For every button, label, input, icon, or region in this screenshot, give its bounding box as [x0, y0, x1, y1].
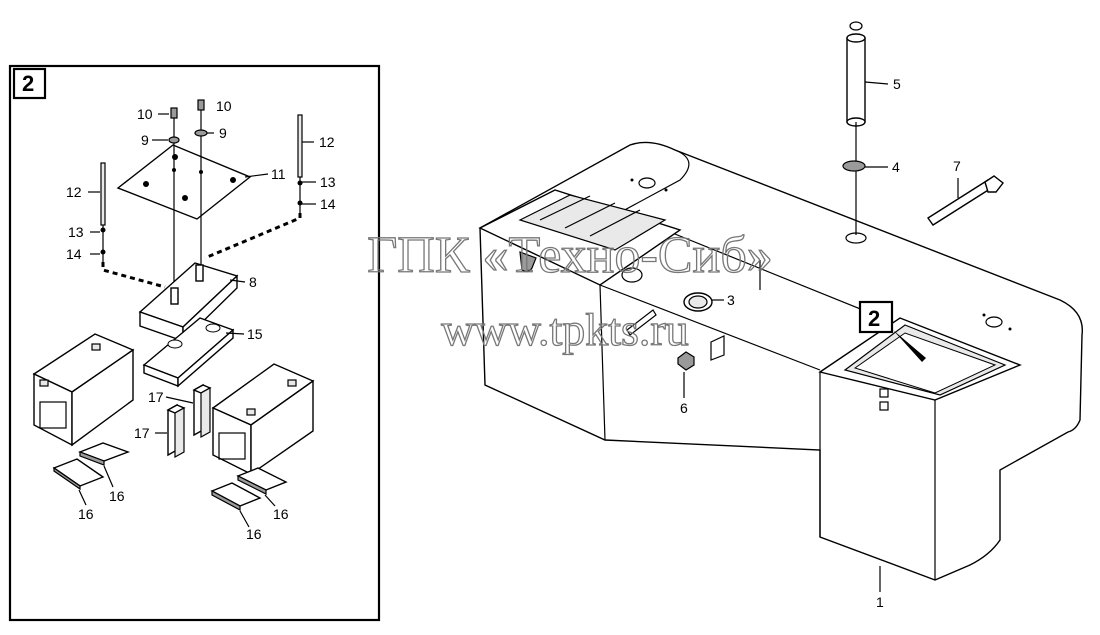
cover-plate: [116, 144, 252, 220]
label-12-right: 12: [319, 134, 335, 150]
pads-17: [166, 383, 212, 459]
label-14-right: 14: [320, 196, 336, 212]
label-8: 8: [249, 274, 257, 290]
callout-arrow: [893, 330, 926, 362]
pipe-5: [846, 21, 866, 235]
watermark-line-1: ГПК «Техно-Сиб»: [367, 227, 773, 284]
label-10-right: 10: [216, 98, 232, 114]
label-17-bottom: 17: [134, 425, 150, 441]
label-10-left: 10: [137, 106, 153, 122]
clamp-4: [842, 160, 866, 172]
detail-box-number-frame: [12, 67, 47, 100]
label-11: 11: [271, 166, 286, 182]
label-16-a: 16: [109, 488, 125, 504]
battery-right: [211, 363, 315, 476]
callout-box-number-frame: [858, 300, 894, 334]
pads-16: [52, 442, 288, 512]
label-12-left: 12: [66, 184, 82, 200]
left-compartment: [478, 189, 682, 336]
watermark-line-2: www.tpkts.ru: [441, 304, 688, 355]
label-6: 6: [680, 400, 688, 416]
detail-leaders: [78, 113, 316, 528]
detail-box-number: 2: [22, 71, 34, 96]
label-16-b: 16: [78, 506, 94, 522]
label-7: 7: [953, 158, 961, 174]
main-labels: 5 4 7 3 6 1: [680, 76, 961, 610]
label-3: 3: [727, 292, 735, 308]
label-5: 5: [893, 76, 901, 92]
label-16-d: 16: [246, 526, 262, 542]
label-16-c: 16: [273, 506, 289, 522]
label-9-right: 9: [219, 125, 227, 141]
detail-labels: 10 10 9 9 12 12 11 13 14 13 14 8 15 17 1…: [66, 98, 336, 542]
nut-6: [677, 335, 725, 371]
label-17-top: 17: [148, 389, 164, 405]
label-1: 1: [876, 594, 884, 610]
main-leaders: [683, 81, 959, 592]
battery-left: [32, 333, 135, 447]
gland-3: [683, 292, 713, 312]
main-view: 2 5 4 7 3 6 1: [478, 21, 1084, 610]
label-14-left: 14: [66, 246, 82, 262]
watermark: ГПК «Техно-Сиб» www.tpkts.ru: [367, 226, 774, 355]
label-13-left: 13: [68, 224, 84, 240]
bolt-7: [927, 175, 1004, 226]
callout-box-number: 2: [868, 306, 880, 331]
bracket-15: [142, 317, 235, 388]
label-4: 4: [892, 159, 900, 175]
label-9-left: 9: [141, 132, 149, 148]
label-15: 15: [247, 326, 263, 342]
detail-view: 2: [8, 64, 381, 622]
label-13-right: 13: [320, 174, 336, 190]
